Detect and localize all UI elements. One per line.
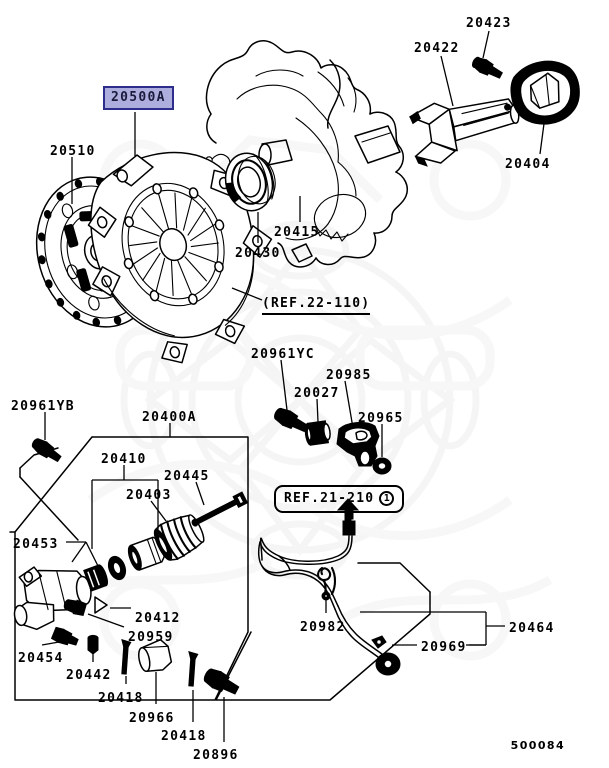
part-label-20982[interactable]: 20982: [300, 620, 346, 635]
part-label-20965[interactable]: 20965: [358, 411, 404, 426]
spring-20442: [87, 634, 99, 655]
bleeder-cap-20412: [94, 596, 108, 614]
part-label-20961YC[interactable]: 20961YC: [251, 347, 315, 362]
cylinder-seal: [107, 555, 127, 581]
part-label-20445[interactable]: 20445: [164, 469, 210, 484]
part-label-20422[interactable]: 20422: [414, 41, 460, 56]
part-label-20985[interactable]: 20985: [326, 368, 372, 383]
part-label-20027[interactable]: 20027: [294, 386, 340, 401]
part-label-20404[interactable]: 20404: [505, 157, 551, 172]
ref-label-21-210[interactable]: REF.21-210 1: [274, 485, 405, 513]
part-label-20400A[interactable]: 20400A: [142, 410, 197, 425]
sheet-number: 500084: [510, 739, 565, 752]
part-label-20454[interactable]: 20454: [18, 651, 64, 666]
part-label-20418-a[interactable]: 20418: [98, 691, 144, 706]
part-label-20418-b[interactable]: 20418: [161, 729, 207, 744]
part-label-20966[interactable]: 20966: [129, 711, 175, 726]
washer-20965: [372, 457, 392, 475]
release-bearing-20430: [224, 152, 276, 212]
tube-clamp-20982: [317, 566, 337, 601]
bleeder-screw-20959: [63, 599, 88, 616]
part-label-20442[interactable]: 20442: [66, 668, 112, 683]
transmission-housing-outline: [205, 40, 408, 268]
part-label-20415[interactable]: 20415: [274, 225, 320, 240]
mounting-screw-20454: [50, 626, 79, 646]
part-label-20510[interactable]: 20510: [50, 144, 96, 159]
part-label-20430[interactable]: 20430: [235, 246, 281, 261]
leader-lines: [41, 30, 546, 742]
tube-group-box: [215, 562, 431, 701]
push-rod-20445: [191, 491, 249, 527]
fork-boot-20404: [510, 60, 580, 125]
piston-cup-20453: [83, 564, 109, 592]
fork-pivot-bolt-20423: [471, 56, 503, 79]
clutch-cover-20500A: [87, 151, 273, 364]
ref-label-21-210-index: 1: [379, 491, 395, 506]
cylinder-boot-20403: [153, 514, 205, 561]
part-label-20896[interactable]: 20896: [193, 748, 239, 763]
union-bolt-20961YB: [31, 438, 62, 463]
part-label-20961YB[interactable]: 20961YB: [11, 399, 75, 414]
union-bolt-20961YC: [274, 407, 309, 433]
grommet-20027: [304, 420, 331, 446]
release-cylinder-group-box: [9, 436, 249, 701]
part-label-20412[interactable]: 20412: [135, 611, 181, 626]
part-label-20464[interactable]: 20464: [509, 621, 555, 636]
highlighted-part-label-20500A[interactable]: 20500A: [103, 86, 174, 110]
part-label-20453[interactable]: 20453: [13, 537, 59, 552]
ref-label-22-110[interactable]: (REF.22-110): [262, 297, 371, 315]
flange-bolt-20896: [203, 668, 240, 695]
part-label-20969[interactable]: 20969: [421, 640, 467, 655]
release-cylinder-body-20410: [13, 566, 92, 631]
part-label-20410[interactable]: 20410: [101, 452, 147, 467]
part-label-20403[interactable]: 20403: [126, 488, 172, 503]
clutch-tube-assembly-20464: [257, 509, 401, 676]
part-label-20959[interactable]: 20959: [128, 630, 174, 645]
ref-label-21-210-text: REF.21-210: [284, 491, 375, 506]
bolt-20418-a: [121, 639, 132, 675]
pipe-bracket-20985: [336, 421, 380, 467]
spacer-20966: [138, 638, 173, 673]
bolt-20418-b: [188, 651, 199, 687]
part-label-20423[interactable]: 20423: [466, 16, 512, 31]
